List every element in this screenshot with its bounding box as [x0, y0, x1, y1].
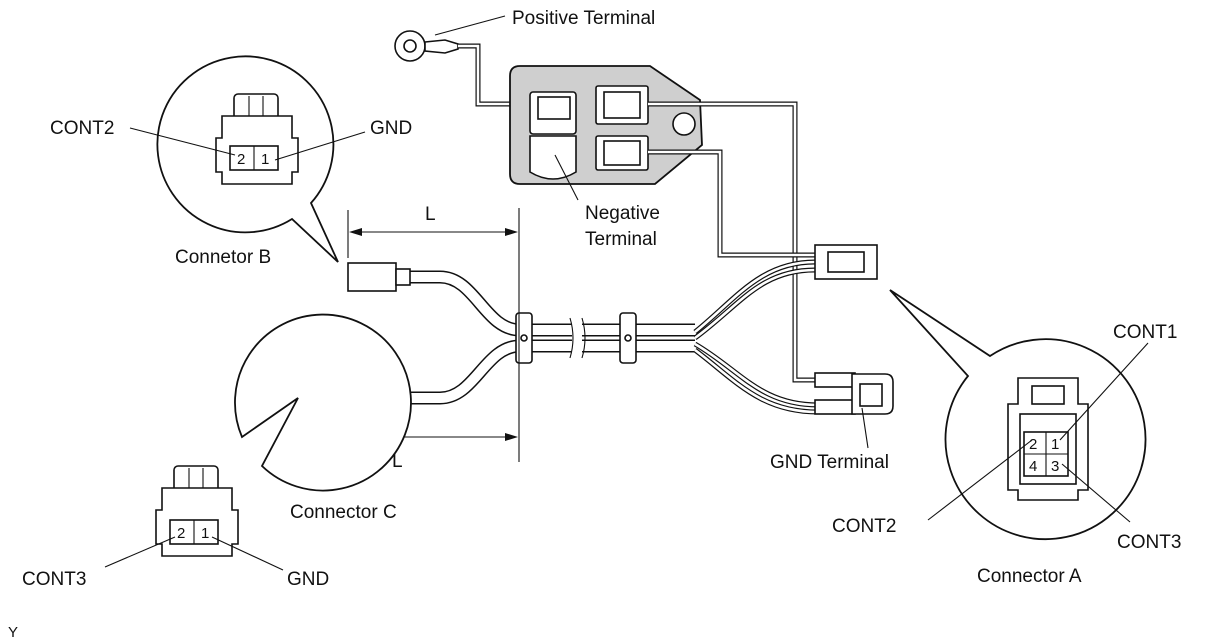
- connector-a-cont1-label: CONT1: [1113, 322, 1177, 343]
- connector-b-gnd-leader: [274, 131, 366, 161]
- gnd-terminal-leader: [861, 407, 869, 449]
- connector-b-label: Connetor B: [175, 247, 271, 268]
- negative-terminal-leader: [554, 154, 579, 201]
- dimension-l-top: L: [425, 204, 436, 225]
- connector-c-cont3-label: CONT3: [22, 569, 86, 590]
- positive-terminal-leader: [434, 15, 506, 36]
- dimension-l-bottom: L: [392, 451, 403, 472]
- gnd-terminal-label: GND Terminal: [770, 452, 889, 473]
- connector-a-pin-2: 2: [1029, 436, 1037, 453]
- connector-c-gnd-label: GND: [287, 569, 329, 590]
- connector-a-pin-1: 1: [1051, 436, 1059, 453]
- connector-a-pin-4: 4: [1029, 458, 1037, 475]
- module-body: [509, 65, 703, 185]
- connector-b-pin-1: 1: [261, 151, 269, 168]
- connector-b-callout: [156, 55, 339, 263]
- figure-code: Y: [8, 624, 18, 641]
- positive-terminal: [394, 30, 535, 107]
- connector-b-cont2-leader: [129, 127, 236, 156]
- connector-b-pin-2: 2: [237, 151, 245, 168]
- connector-a-pin-3: 3: [1051, 458, 1059, 475]
- connector-a-plug: [814, 244, 878, 280]
- connector-b-gnd-label: GND: [370, 118, 412, 139]
- connector-a-cont2-label: CONT2: [832, 516, 896, 537]
- connector-a-cont3-label: CONT3: [1117, 532, 1181, 553]
- connector-a-callout: [889, 289, 1147, 541]
- connector-a-cont1-leader: [1059, 342, 1149, 441]
- connector-b-cont2-label: CONT2: [50, 118, 114, 139]
- connector-c-label: Connector C: [290, 502, 397, 523]
- connector-a-label: Connector A: [977, 566, 1082, 587]
- negative-terminal-label-line2: Terminal: [585, 229, 657, 250]
- connector-c-pin-2: 2: [177, 525, 185, 542]
- connector-a-cont3-leader: [1061, 463, 1131, 523]
- connector-a-cont2-leader: [927, 439, 1033, 521]
- connector-c-gnd-leader: [211, 536, 284, 571]
- negative-terminal-label-line1: Negative: [585, 203, 660, 224]
- connector-c-pin-1: 1: [201, 525, 209, 542]
- gnd-terminal: [814, 372, 894, 415]
- positive-terminal-label: Positive Terminal: [512, 8, 655, 29]
- connector-c-cont3-leader: [104, 536, 176, 568]
